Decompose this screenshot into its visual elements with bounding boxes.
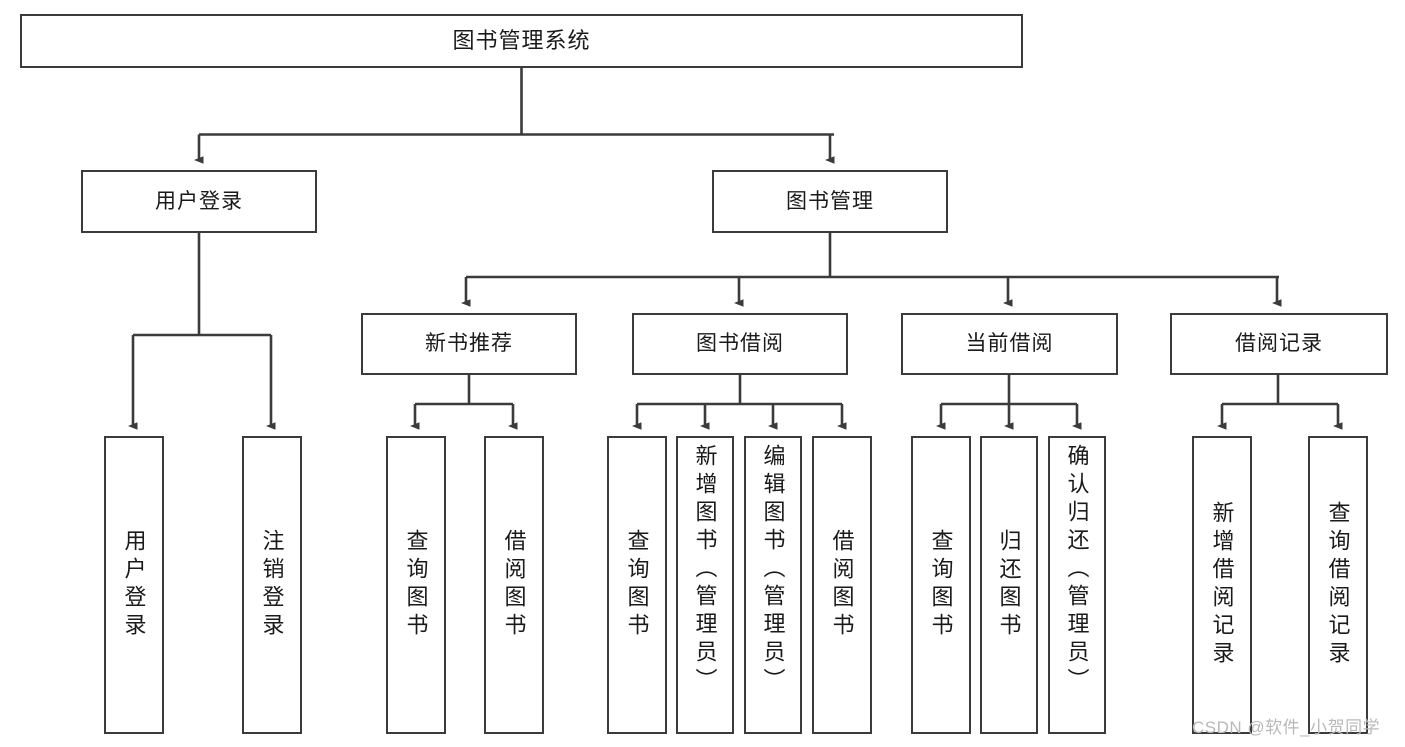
leaf-edit-book[interactable]: 编辑图书（管理员） [744, 436, 802, 734]
leaf-confirm-return[interactable]: 确认归还（管理员） [1048, 436, 1106, 734]
node-user-login[interactable]: 用户登录 [81, 170, 317, 233]
node-root[interactable]: 图书管理系统 [20, 14, 1023, 68]
leaf-user-logout[interactable]: 注销登录 [242, 436, 302, 734]
leaf-user-login[interactable]: 用户登录 [104, 436, 164, 734]
leaf-query-book-recommend[interactable]: 查询图书 [386, 436, 446, 734]
leaf-query-book-current[interactable]: 查询图书 [911, 436, 971, 734]
leaf-return-book[interactable]: 归还图书 [980, 436, 1038, 734]
leaf-query-borrow-record[interactable]: 查询借阅记录 [1308, 436, 1368, 734]
leaf-add-borrow-record[interactable]: 新增借阅记录 [1192, 436, 1252, 734]
node-current-borrow[interactable]: 当前借阅 [901, 313, 1118, 375]
node-new-book-recommend[interactable]: 新书推荐 [361, 313, 577, 375]
leaf-query-book-borrow[interactable]: 查询图书 [607, 436, 667, 734]
node-book-manage[interactable]: 图书管理 [712, 170, 948, 233]
node-borrow-record[interactable]: 借阅记录 [1170, 313, 1388, 375]
node-book-borrow[interactable]: 图书借阅 [632, 313, 848, 375]
leaf-add-book[interactable]: 新增图书（管理员） [676, 436, 734, 734]
leaf-borrow-book-borrow[interactable]: 借阅图书 [812, 436, 872, 734]
leaf-borrow-book-recommend[interactable]: 借阅图书 [484, 436, 544, 734]
csdn-watermark: CSDN @软件_小贺同学 [1192, 718, 1381, 737]
